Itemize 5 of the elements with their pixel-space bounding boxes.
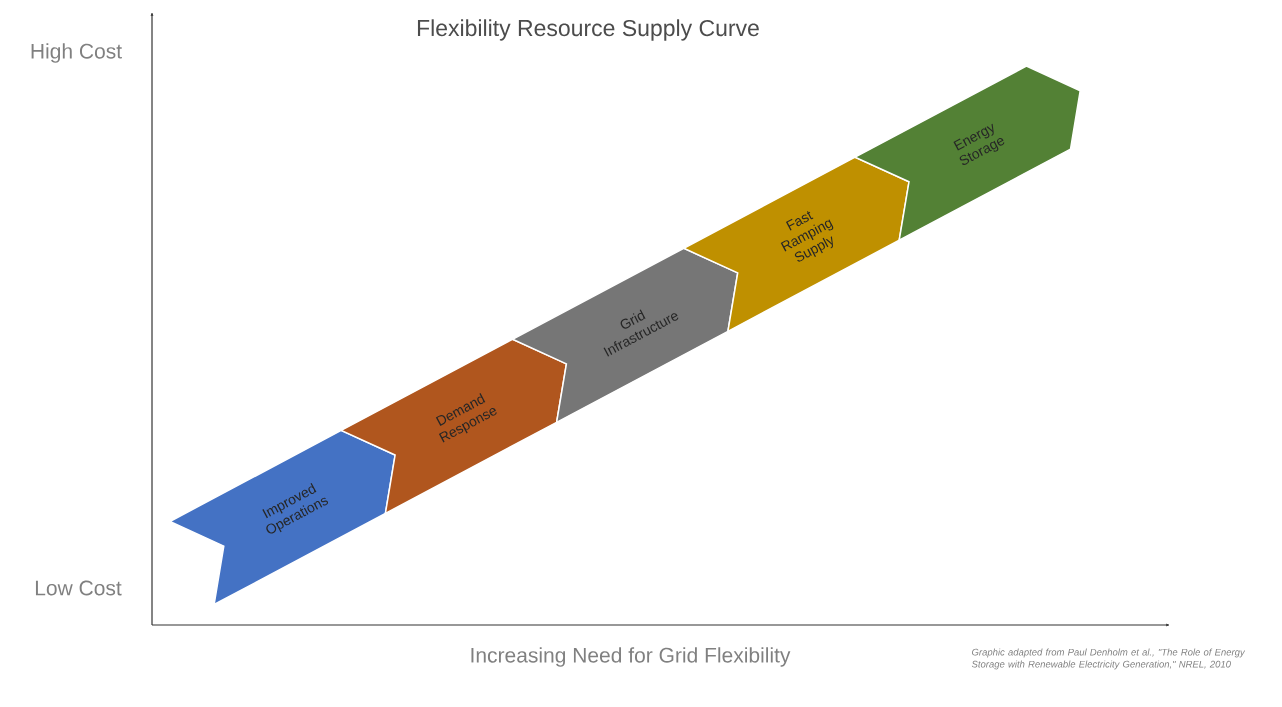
chart-title: Flexibility Resource Supply Curve xyxy=(417,19,759,41)
source-note: Graphic adapted from Paul Denholm et al., "The Role of Energy Storage with Renewable Electricity Generation," NREL, 2010 xyxy=(971,648,1246,670)
axis-label: Low Cost xyxy=(35,580,122,596)
axis-label: High Cost xyxy=(31,43,122,63)
axis-label: Increasing Need for Grid Flexibility xyxy=(471,647,791,667)
